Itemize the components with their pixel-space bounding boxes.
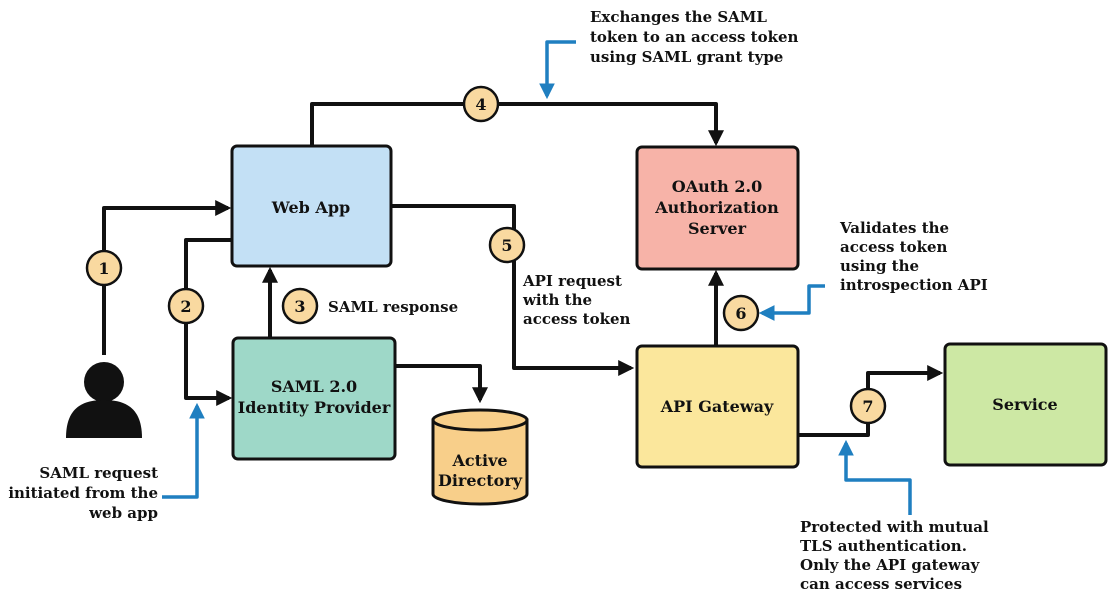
svg-text:Only the API gateway: Only the API gateway — [800, 556, 981, 574]
svg-text:using SAML grant type: using SAML grant type — [590, 48, 783, 66]
step-4-badge: 4 — [462, 85, 500, 123]
arrow-idp-to-ad — [395, 364, 488, 404]
annotation-saml-response: SAML response — [328, 298, 458, 316]
callout-saml-request — [162, 402, 205, 499]
svg-text:Validates the: Validates the — [839, 219, 949, 237]
svg-text:web app: web app — [88, 504, 158, 522]
step-3-badge: 3 — [281, 287, 319, 325]
svg-text:API request: API request — [522, 272, 622, 290]
saml-idp-label-1: SAML 2.0 — [271, 377, 357, 396]
svg-text:TLS authentication.: TLS authentication. — [800, 537, 967, 555]
svg-text:Protected with mutual: Protected with mutual — [800, 518, 989, 536]
api-gateway-label: API Gateway — [660, 397, 774, 416]
svg-text:SAML response: SAML response — [328, 298, 458, 316]
step-7-label: 7 — [862, 397, 873, 416]
arrow-webapp-to-oauth — [310, 102, 724, 147]
annotation-validates: Validates the access token using the int… — [839, 219, 988, 294]
active-directory-cylinder: Active Directory — [431, 408, 529, 506]
arrow-webapp-to-gateway — [391, 204, 635, 376]
svg-text:introspection API: introspection API — [840, 276, 988, 294]
svg-text:initiated from the: initiated from the — [8, 484, 158, 502]
step-1-label: 1 — [98, 259, 109, 278]
service-label: Service — [992, 395, 1057, 414]
oauth-server-label-1: OAuth 2.0 — [672, 177, 762, 196]
svg-text:using the: using the — [840, 257, 919, 275]
oauth-server-label-3: Server — [688, 219, 747, 238]
step-6-badge: 6 — [722, 294, 760, 332]
saml-idp-label-2: Identity Provider — [238, 398, 391, 417]
user-icon — [66, 362, 142, 438]
svg-text:can access services: can access services — [800, 575, 962, 593]
step-1-badge: 1 — [85, 249, 123, 287]
api-gateway-box: API Gateway — [635, 344, 800, 469]
oauth-server-label-2: Authorization — [654, 198, 779, 217]
oauth-server-box: OAuth 2.0 Authorization Server — [635, 145, 800, 271]
step-4-label: 4 — [475, 95, 486, 114]
arrow-user-to-webapp — [102, 200, 232, 355]
step-6-label: 6 — [735, 304, 746, 323]
saml-idp-box: SAML 2.0 Identity Provider — [231, 336, 397, 461]
step-5-badge: 5 — [488, 226, 526, 264]
callout-validates — [758, 284, 825, 321]
annotation-saml-exchange: Exchanges the SAML token to an access to… — [590, 8, 799, 66]
step-2-badge: 2 — [167, 287, 205, 325]
svg-text:access token: access token — [840, 238, 948, 256]
annotation-mutual-tls: Protected with mutual TLS authentication… — [800, 518, 989, 593]
svg-text:token to an access token: token to an access token — [590, 28, 799, 46]
annotation-api-request: API request with the access token — [522, 272, 631, 328]
callout-mutual-tls — [838, 439, 912, 515]
step-5-label: 5 — [501, 236, 512, 255]
connectors — [102, 102, 944, 437]
svg-text:access token: access token — [523, 310, 631, 328]
web-app-label: Web App — [271, 198, 350, 217]
step-2-label: 2 — [180, 297, 191, 316]
step-7-badge: 7 — [849, 387, 887, 425]
annotation-saml-request: SAML request initiated from the web app — [8, 464, 158, 522]
svg-text:SAML request: SAML request — [39, 464, 158, 482]
callouts — [162, 40, 912, 515]
service-box: Service — [943, 342, 1108, 467]
svg-text:with the: with the — [522, 291, 592, 309]
web-app-box: Web App — [230, 144, 393, 268]
active-directory-label-2: Directory — [438, 471, 523, 490]
svg-text:Exchanges the SAML: Exchanges the SAML — [590, 8, 767, 26]
step-3-label: 3 — [294, 297, 305, 316]
active-directory-label-1: Active — [451, 451, 507, 470]
callout-saml-exchange — [539, 40, 576, 100]
